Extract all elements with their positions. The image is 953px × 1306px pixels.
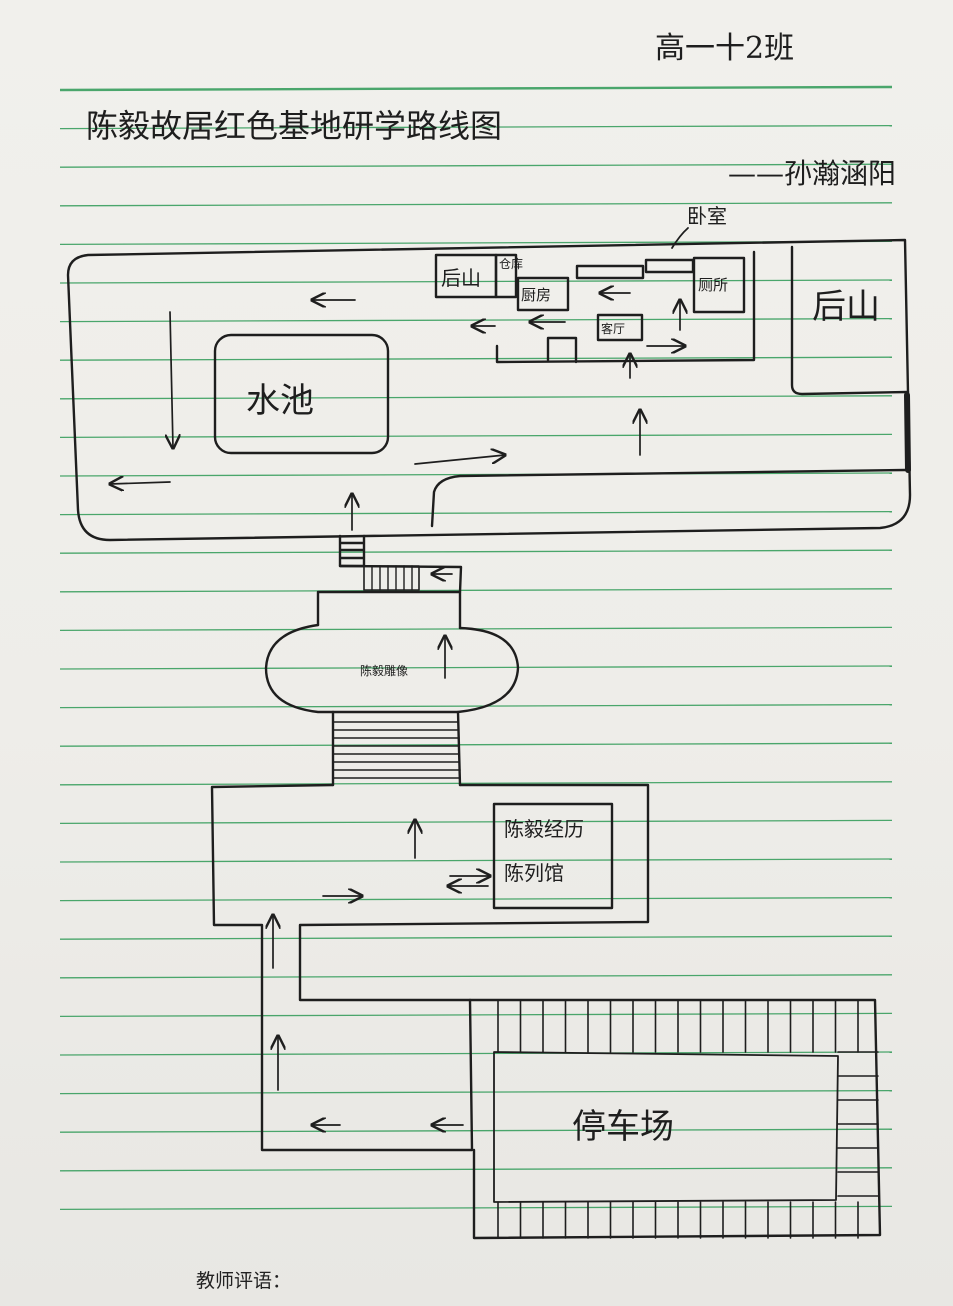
bedroom-bar-2 [644,258,695,274]
ruled-line [59,935,893,940]
memorial-label: 陈毅雕像 [360,663,408,678]
ruled-line [59,163,893,168]
teacher-comment-label: 教师评语： [196,1271,292,1292]
ruled-line [59,510,893,516]
ruled-line [59,819,893,825]
ruled-line [59,665,893,670]
ruled-line [59,588,893,593]
ruled-line [59,1089,893,1095]
back-hill-left-label: 后山 [441,266,481,290]
class-label: 高一十2班 [655,31,794,66]
route-arrows [110,293,685,1125]
stair-steps [332,721,461,779]
bedroom-label: 卧室 [687,204,727,228]
warehouse-label: 仓库 [499,256,523,271]
bedroom-bar-1 [575,264,645,280]
kitchen-label: 厨房 [521,286,551,304]
back-hill-right-label: 后山 [812,287,880,327]
compound-boundary [66,238,912,542]
ruled-line [59,974,893,979]
author-signature: ——孙瀚涵阳 [728,157,896,190]
ruled-line [59,433,893,439]
ruled-line [59,1205,893,1211]
ruled-line [59,858,893,863]
ruled-line [59,781,893,786]
exhibition-label-line1: 陈毅经历 [504,817,584,841]
dark-edge [904,392,911,473]
diagram-title: 陈毅故居红色基地研学路线图 [86,107,502,145]
back-hill-right-block [790,245,910,396]
warehouse-block [494,253,518,299]
toilet-label: 厕所 [698,276,728,294]
pond-shape [213,333,390,455]
ruled-line [59,742,893,747]
ruled-line [59,1012,893,1018]
ruled-line [59,896,893,902]
exhibition-square [210,783,650,1152]
exhibition-label-line2: 陈列馆 [504,861,564,885]
parking-outline [468,998,882,1240]
parking-stalls [497,999,879,1239]
main-staircase [331,710,462,787]
pond-label: 水池 [246,381,314,421]
ruled-line [59,124,893,130]
exhibition-hall-block [492,802,614,910]
bedroom-pointer [671,227,689,249]
kitchen-block [516,276,570,312]
toilet-block [692,256,746,314]
ruled-line [59,1128,893,1133]
stair-hatch-top [363,565,420,591]
ruled-line [59,202,893,207]
ruled-line [59,472,893,477]
living-room-label: 客厅 [601,321,625,336]
parking-inner [493,1051,839,1203]
ruled-line [59,549,893,554]
ruled-line [59,85,893,92]
doorway [546,336,578,364]
entrance-stair [338,534,366,568]
house-outer-wall [495,250,756,364]
ruled-line [59,703,893,709]
parking-label: 停车场 [572,1107,674,1147]
ruled-line [59,1051,893,1056]
living-room-block [596,313,644,342]
ruled-line [59,395,893,400]
ruled-line [59,1167,893,1172]
route-curve [430,468,907,528]
